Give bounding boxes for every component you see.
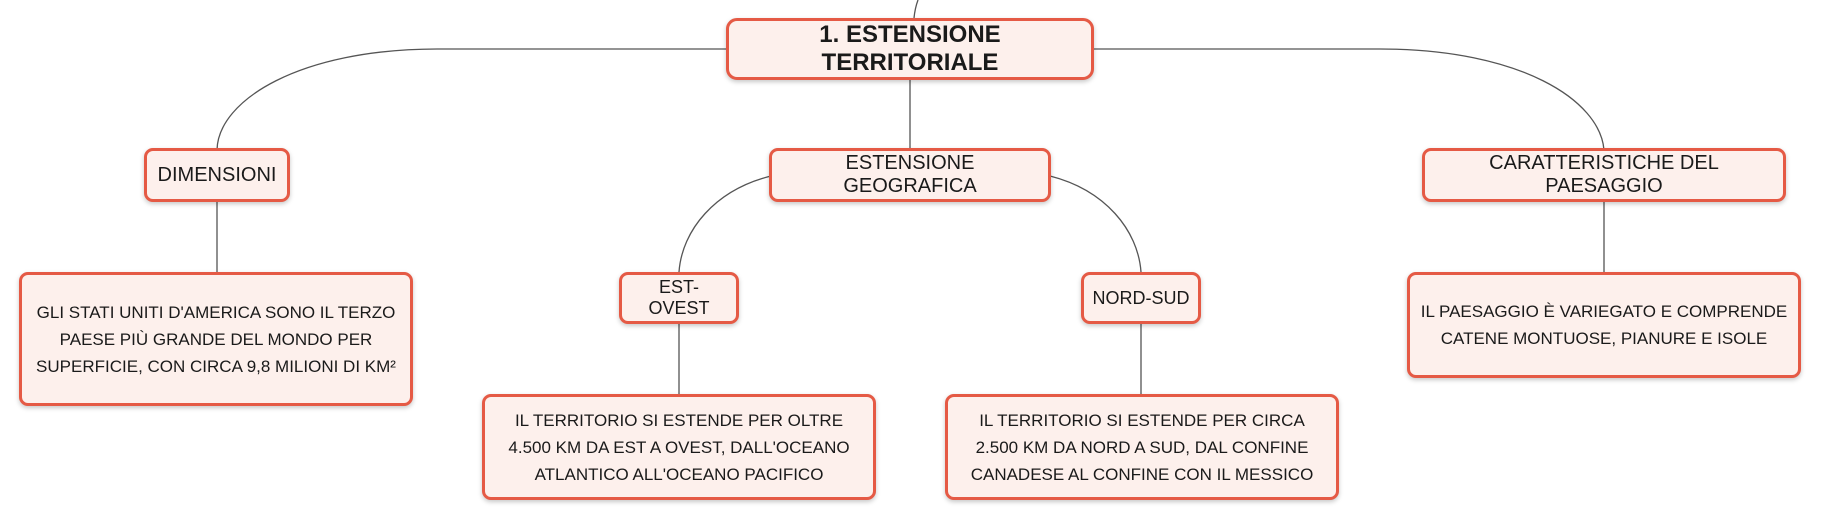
node-est-ovest-detail-text: IL TERRITORIO SI ESTENDE PER OLTRE 4.500… [508, 410, 850, 484]
node-paesaggio-detail-text: IL PAESAGGIO È VARIEGATO E COMPRENDE CAT… [1420, 302, 1788, 348]
connector-root-to-dimensioni [216, 48, 726, 151]
node-estensione-geografica[interactable]: ESTENSIONE GEOGRAFICA [769, 148, 1051, 202]
root-node[interactable]: 1. ESTENSIONE TERRITORIALE [726, 18, 1094, 80]
connector-geografica-to-est-ovest [678, 175, 772, 273]
node-nord-sud[interactable]: NORD-SUD [1081, 272, 1201, 324]
node-dimensioni-detail[interactable]: GLI STATI UNITI D'AMERICA SONO IL TERZO … [19, 272, 413, 406]
node-estensione-geografica-label: ESTENSIONE GEOGRAFICA [843, 152, 977, 197]
node-dimensioni-label: DIMENSIONI [157, 163, 277, 186]
connector-parent-to-root [913, 0, 919, 19]
node-nord-sud-detail-text: IL TERRITORIO SI ESTENDE PER CIRCA 2.500… [970, 410, 1314, 484]
node-est-ovest-label: EST-OVEST [648, 277, 710, 318]
root-label: 1. ESTENSIONE TERRITORIALE [819, 21, 1001, 76]
node-nord-sud-label: NORD-SUD [1092, 287, 1190, 308]
connector-root-to-paesaggio [1094, 48, 1605, 151]
node-est-ovest[interactable]: EST-OVEST [619, 272, 739, 324]
node-paesaggio-detail[interactable]: IL PAESAGGIO È VARIEGATO E COMPRENDE CAT… [1407, 272, 1801, 378]
node-est-ovest-detail[interactable]: IL TERRITORIO SI ESTENDE PER OLTRE 4.500… [482, 394, 876, 500]
node-dimensioni[interactable]: DIMENSIONI [144, 148, 290, 202]
connector-geografica-to-nord-sud [1049, 175, 1142, 273]
node-nord-sud-detail[interactable]: IL TERRITORIO SI ESTENDE PER CIRCA 2.500… [945, 394, 1339, 500]
node-caratteristiche-paesaggio[interactable]: CARATTERISTICHE DEL PAESAGGIO [1422, 148, 1786, 202]
node-caratteristiche-paesaggio-label: CARATTERISTICHE DEL PAESAGGIO [1489, 152, 1719, 197]
node-dimensioni-detail-text: GLI STATI UNITI D'AMERICA SONO IL TERZO … [36, 302, 396, 376]
